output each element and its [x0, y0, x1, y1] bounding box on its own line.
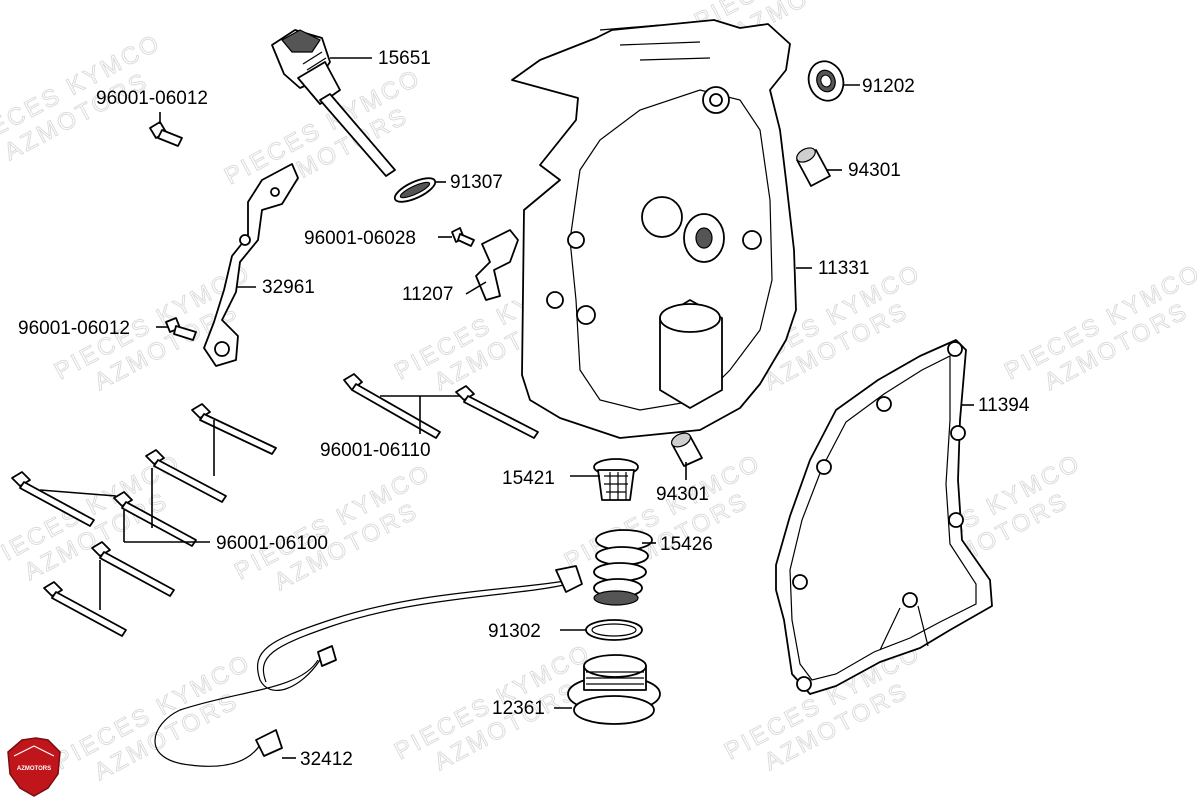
part-91202-seal	[807, 60, 845, 102]
part-15651-dipstick	[271, 29, 396, 177]
part-11394-gasket	[775, 339, 993, 695]
callout-96001-06012-top: 96001-06012	[96, 88, 208, 109]
part-96001-06012-bolt-top	[149, 121, 183, 147]
callout-91307: 91307	[450, 172, 503, 193]
part-91307-oring	[393, 177, 437, 203]
callout-96001-06012-mid: 96001-06012	[18, 318, 130, 339]
callout-96001-06100: 96001-06100	[216, 533, 328, 554]
part-11207-clamp	[475, 229, 519, 301]
part-96001-06028-screw	[451, 227, 475, 247]
part-96001-06100-bolts	[11, 403, 277, 637]
callout-91302: 91302	[488, 621, 541, 642]
callout-labels: 15651 91202 96001-06012 94301 91307 9600…	[18, 48, 1030, 770]
callout-96001-06028: 96001-06028	[304, 228, 416, 249]
callout-11394: 11394	[978, 395, 1030, 416]
callout-94301-top: 94301	[848, 160, 901, 181]
callout-11207: 11207	[402, 284, 453, 305]
part-94301-dowel-top	[796, 147, 831, 187]
callout-94301-bottom: 94301	[656, 484, 709, 505]
part-32412-cable	[154, 565, 583, 767]
part-32961-bracket	[203, 163, 299, 367]
callout-15651: 15651	[378, 48, 431, 69]
callout-32412: 32412	[300, 749, 353, 770]
part-96001-06012-bolt-mid	[165, 317, 197, 341]
leader-lines	[39, 57, 974, 759]
part-91302-oring	[585, 619, 643, 641]
callout-12361: 12361	[492, 698, 545, 719]
callout-91202: 91202	[862, 76, 915, 97]
callout-96001-06110: 96001-06110	[320, 440, 431, 461]
part-12361-drain-plug	[567, 654, 661, 725]
azmotors-logo: AZMOTORS	[7, 737, 61, 797]
callout-15426: 15426	[660, 534, 713, 555]
callout-11331: 11331	[818, 258, 869, 279]
callout-32961: 32961	[262, 277, 315, 298]
part-94301-dowel-bottom	[670, 432, 703, 467]
callout-15421: 15421	[502, 468, 555, 489]
part-15421-strainer	[593, 458, 639, 501]
part-11331-cover	[511, 19, 797, 439]
part-15426-spring	[593, 529, 653, 606]
part-96001-06110-bolts	[343, 373, 539, 439]
logo-text: AZMOTORS	[17, 766, 51, 772]
